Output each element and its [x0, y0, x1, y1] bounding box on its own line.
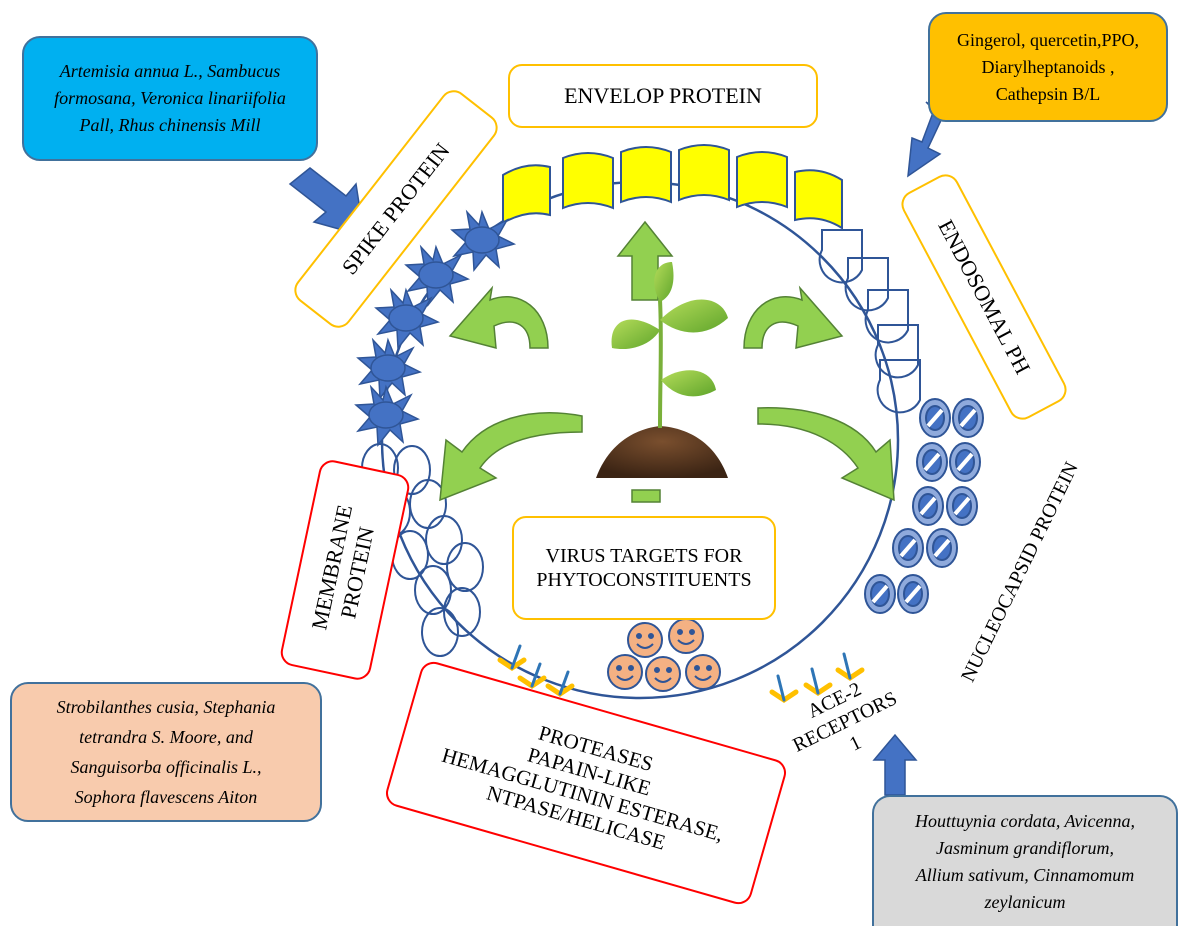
endosome-teardrop [864, 289, 909, 344]
plant-box-line: Artemisia annua L., Sambucus [59, 61, 281, 81]
envelop-protein-text: ENVELOP PROTEIN [564, 83, 762, 108]
endosomal-shapes [818, 229, 921, 414]
soil-mound [596, 426, 728, 478]
receptor-shapes [497, 644, 865, 704]
plant-box-line: zeylanicum [984, 891, 1066, 912]
plant-leaf [661, 370, 716, 397]
plant-box-line: formosana, Veronica linariifolia [54, 88, 286, 108]
spike-protein-shapes [354, 209, 517, 448]
endosome-teardrop [844, 257, 889, 312]
arrow-curve-top-left [448, 285, 549, 349]
plant-box-line: tetrandra S. Moore, and [79, 727, 253, 747]
nucleocapsid-shapes [864, 398, 984, 614]
plant-box-line: Cathepsin B/L [995, 83, 1101, 104]
plant-box-line: Strobilanthes cusia, Stephania [56, 697, 276, 717]
plant-box-line: Sophora flavescens Aiton [74, 787, 258, 807]
plant-box-line: Sanguisorba officinalis L., [70, 757, 262, 777]
center-label: VIRUS TARGETS FOR PHYTOCONSTITUENTS [512, 516, 776, 620]
plant-box-top-right: Gingerol, quercetin,PPO, Diarylheptanoid… [928, 12, 1168, 122]
plant-box-bottom-right: Houttuynia cordata, Avicenna, Jasminum g… [872, 795, 1178, 926]
arrow-curve-bottom-left [439, 412, 583, 502]
envelope-cylinder [562, 152, 614, 210]
arrow-curve-top-right [743, 285, 844, 349]
endosome-teardrop [876, 359, 921, 414]
arrow-stub-down [631, 489, 661, 503]
plant-leaf [654, 262, 674, 302]
plant-leaf [660, 299, 728, 333]
endosome-teardrop [874, 324, 919, 379]
protease-faces [607, 618, 721, 692]
plant-box-line: Jasminum grandiflorum, [935, 837, 1114, 858]
plant-stem [658, 299, 663, 429]
plant-box-line: Pall, Rhus chinensis Mill [79, 115, 261, 135]
envelope-cylinder [620, 146, 672, 204]
envelop-protein-label: ENVELOP PROTEIN [508, 64, 818, 128]
envelope-cylinder [736, 151, 788, 209]
green-arrows [439, 220, 895, 503]
envelope-cylinder [678, 144, 730, 202]
center-text-line: PHYTOCONSTITUENTS [536, 569, 752, 591]
plant-box-line: Diarylheptanoids , [981, 56, 1115, 77]
envelope-cylinder [502, 164, 551, 225]
endosome-teardrop [818, 229, 863, 284]
envelope-cylinder [794, 169, 843, 230]
arrow-curve-bottom-right [757, 407, 895, 502]
center-text-line: VIRUS TARGETS FOR [545, 545, 743, 567]
plant-box-line: Allium sativum, Cinnamomum [915, 864, 1135, 885]
envelope-protein-shapes [502, 144, 843, 230]
arrow-bottom-right [872, 733, 918, 796]
plant-box-top-left: Artemisia annua L., Sambucus formosana, … [22, 36, 318, 161]
arrow-top-right [907, 101, 945, 178]
plant-box-line: Gingerol, quercetin,PPO, [957, 29, 1139, 50]
plant-leaf [611, 319, 660, 350]
plant-image [596, 262, 728, 478]
plant-box-bottom-left: Strobilanthes cusia, Stephania tetrandra… [10, 682, 322, 822]
plant-box-line: Houttuynia cordata, Avicenna, [915, 810, 1135, 831]
